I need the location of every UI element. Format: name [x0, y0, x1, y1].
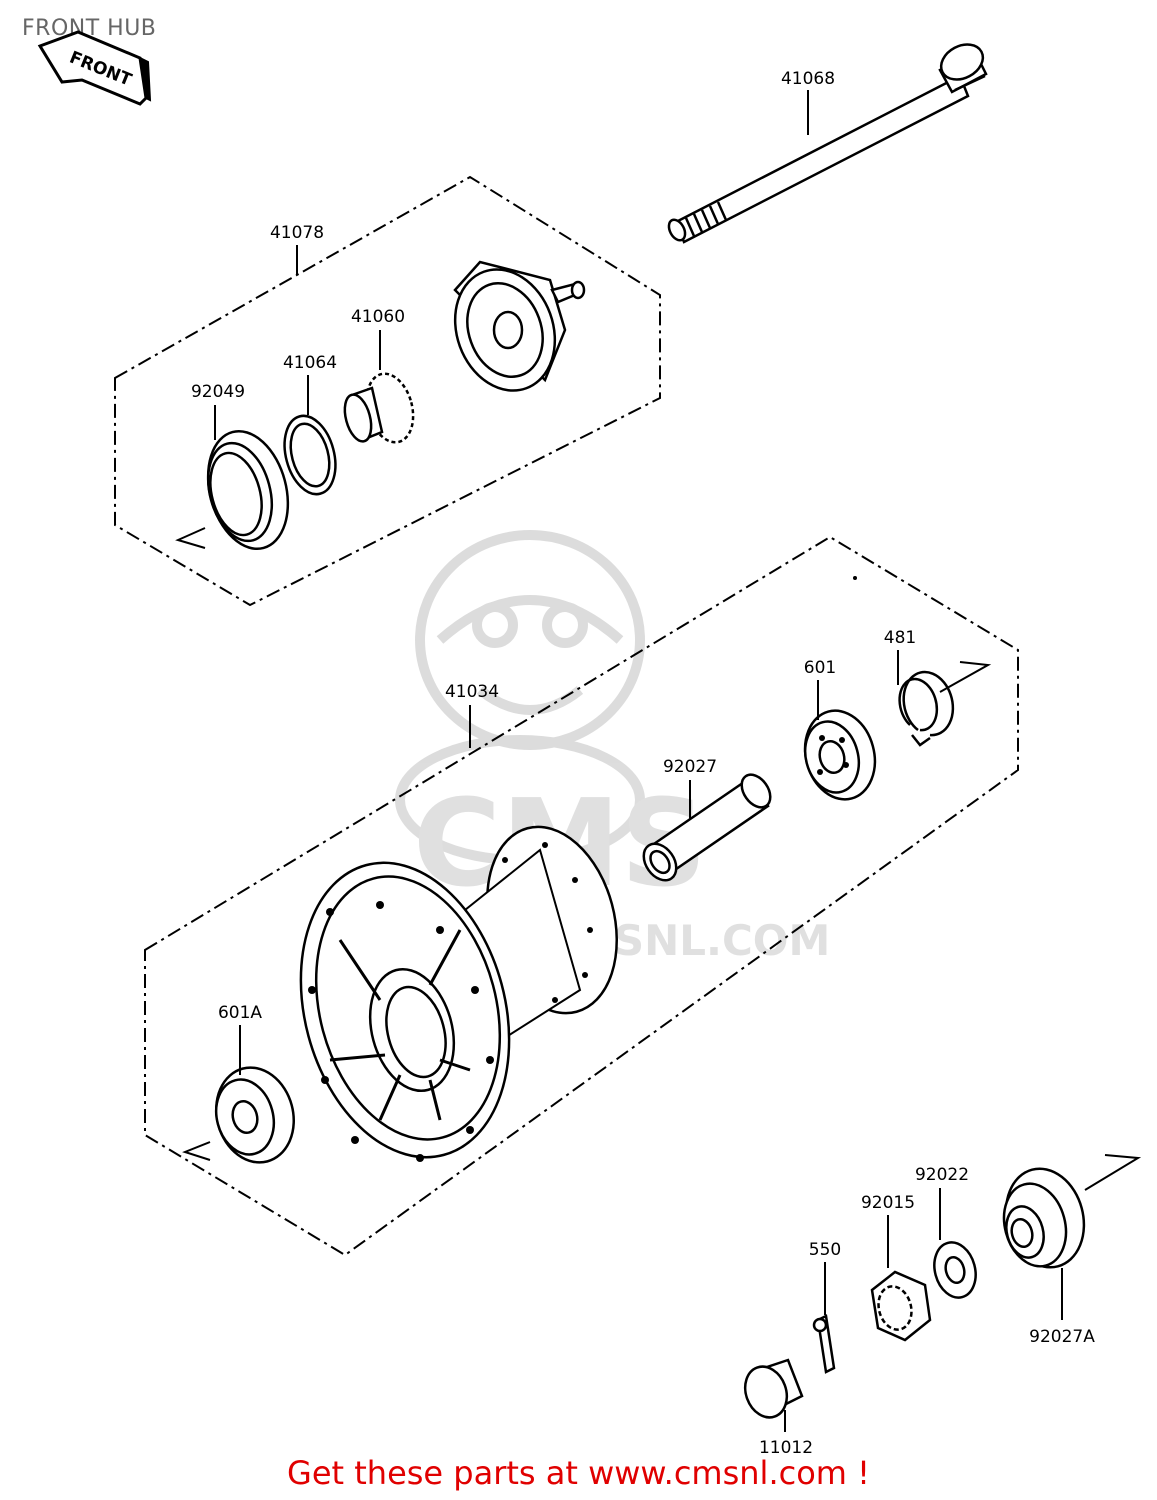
wheel-hub-part — [299, 825, 618, 1162]
part-label-92027: 92027 — [663, 757, 717, 777]
speedometer-gear-group-box — [114, 175, 661, 607]
part-label-601A: 601A — [218, 1003, 262, 1023]
part-label-92022: 92022 — [915, 1165, 969, 1185]
front-direction-arrow: FRONT — [37, 30, 152, 106]
bearing-601a-part — [214, 1066, 296, 1164]
circlip-part — [898, 670, 955, 747]
part-label-601: 601 — [804, 658, 836, 678]
part-label-481: 481 — [884, 628, 916, 648]
speedometer-gear-part — [343, 372, 415, 444]
washer-part — [933, 1241, 977, 1299]
part-label-41064: 41064 — [283, 353, 337, 373]
castle-nut-part — [870, 1270, 932, 1342]
part-label-550: 550 — [809, 1240, 841, 1260]
part-label-11012: 11012 — [759, 1438, 813, 1458]
part-label-41068: 41068 — [781, 69, 835, 89]
footer-cta-link[interactable]: Get these parts at www.cmsnl.com ! — [287, 1454, 870, 1492]
axle-part — [667, 43, 988, 244]
collar-part — [1002, 1167, 1086, 1269]
oil-seal-part — [206, 429, 290, 551]
retainer-part — [283, 414, 337, 496]
gear-housing-part — [453, 260, 586, 392]
part-label-92049: 92049 — [191, 382, 245, 402]
part-label-92027A: 92027A — [1029, 1327, 1095, 1347]
footer-cta[interactable]: Get these parts at www.cmsnl.com ! — [0, 1454, 1157, 1492]
cotter-pin-part — [812, 1314, 836, 1374]
part-label-41078: 41078 — [270, 223, 324, 243]
cap-part — [743, 1358, 804, 1419]
part-label-41034: 41034 — [445, 682, 499, 702]
part-label-92015: 92015 — [861, 1193, 915, 1213]
hub-group-box — [144, 535, 1019, 1257]
part-label-41060: 41060 — [351, 307, 405, 327]
bearing-601-part — [803, 709, 877, 801]
spacer-tube-part — [642, 773, 772, 882]
